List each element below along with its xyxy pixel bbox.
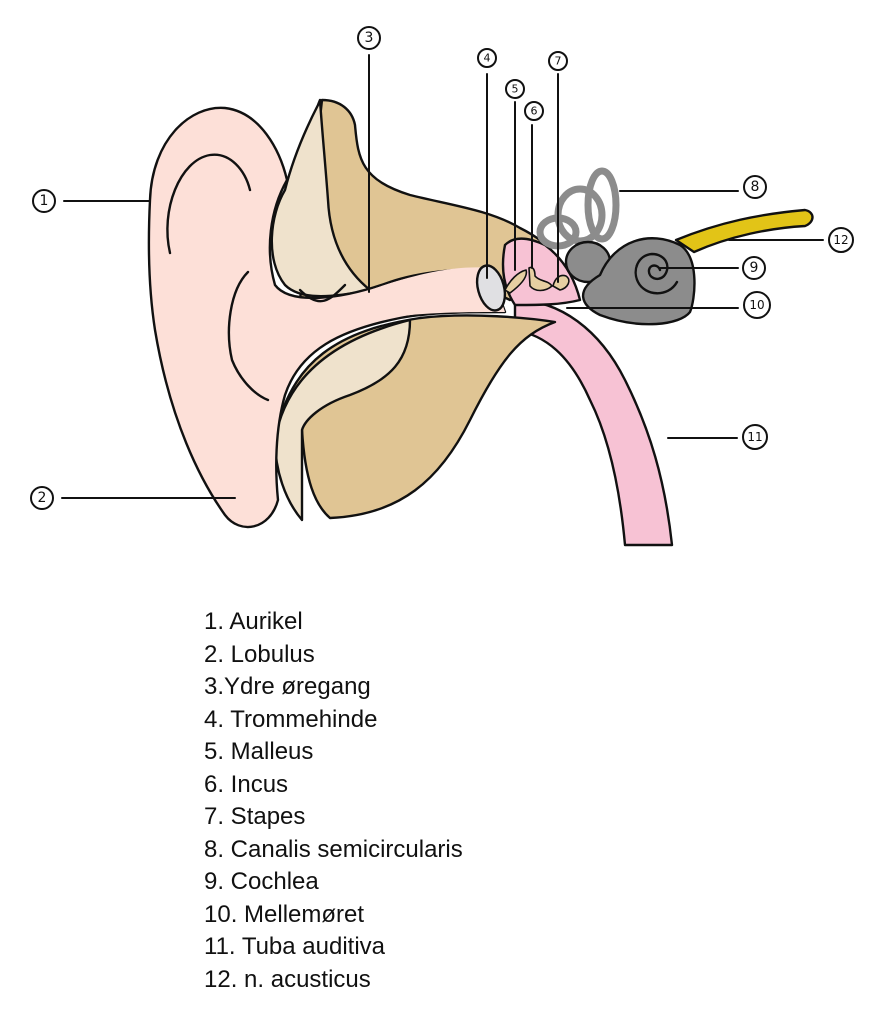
legend-item: 2. Lobulus: [204, 640, 315, 668]
legend-item: 5. Malleus: [204, 738, 314, 765]
callout-number-6: 6: [531, 105, 538, 118]
semicircular-canal-lateral: [584, 167, 620, 243]
callout-circle-3: [357, 26, 381, 50]
callout-circle-10: [743, 291, 771, 319]
antihelix-line: [227, 270, 270, 402]
callout-circle-8: [743, 175, 767, 199]
legend-item: 7. Stapes: [204, 803, 306, 830]
callout-circle-9: [742, 256, 766, 280]
callout-circle-2: [30, 486, 54, 510]
callout-number-1: 1: [40, 193, 49, 209]
stapes-shape: [552, 274, 570, 291]
callout-circle-12: [828, 227, 854, 253]
legend-item: 12. n. acusticus: [204, 965, 371, 993]
callout-number-11: 11: [747, 430, 762, 444]
legend-item: 1. Aurikel: [204, 608, 303, 635]
callout-number-3: 3: [365, 30, 374, 46]
tuba-auditiva-shape: [513, 298, 674, 547]
callout-circle-7: [548, 51, 568, 71]
legend-item: 9. Cochlea: [204, 868, 319, 895]
callout-circle-1: [32, 189, 56, 213]
legend-item: 6. Incus: [204, 770, 289, 798]
callout-circle-6: [524, 101, 544, 121]
callout-circle-4: [477, 48, 497, 68]
callout-number-8: 8: [751, 179, 760, 195]
callout-number-10: 10: [749, 298, 764, 312]
cartilage-lower: [273, 318, 412, 522]
tragus-line: [298, 283, 347, 303]
callout-circle-5: [505, 79, 525, 99]
ear-anatomy-diagram: 1 2 3 4 5 6 7 8 9 10 11 12: [30, 26, 854, 547]
callout-circle-11: [742, 424, 768, 450]
auricle-shape: [147, 106, 507, 529]
ear-canal-shape: [370, 267, 505, 318]
legend-item: 11. Tuba auditiva: [204, 933, 386, 960]
cochlea-spiral: [634, 252, 679, 295]
legend-item: 4. Trommehinde: [204, 705, 378, 733]
legend-item: 10. Mellemøret: [204, 900, 365, 928]
callout-number-9: 9: [750, 260, 759, 276]
callout-number-5: 5: [512, 83, 519, 96]
tympanic-membrane-shape: [475, 264, 507, 312]
callout-number-12: 12: [833, 233, 848, 247]
helix-inner-line: [166, 153, 252, 255]
incus-shape: [528, 266, 553, 292]
legend-list: 1. Aurikel 2. Lobulus 3.Ydre øregang 4. …: [204, 606, 463, 996]
legend-item: 3.Ydre øregang: [204, 673, 371, 700]
legend-item: 8. Canalis semicircularis: [204, 835, 463, 863]
callout-number-2: 2: [38, 490, 47, 506]
callout-number-7: 7: [555, 55, 562, 68]
callout-number-4: 4: [484, 52, 491, 65]
acoustic-nerve-shape: [674, 208, 814, 254]
malleus-shape: [504, 269, 528, 294]
